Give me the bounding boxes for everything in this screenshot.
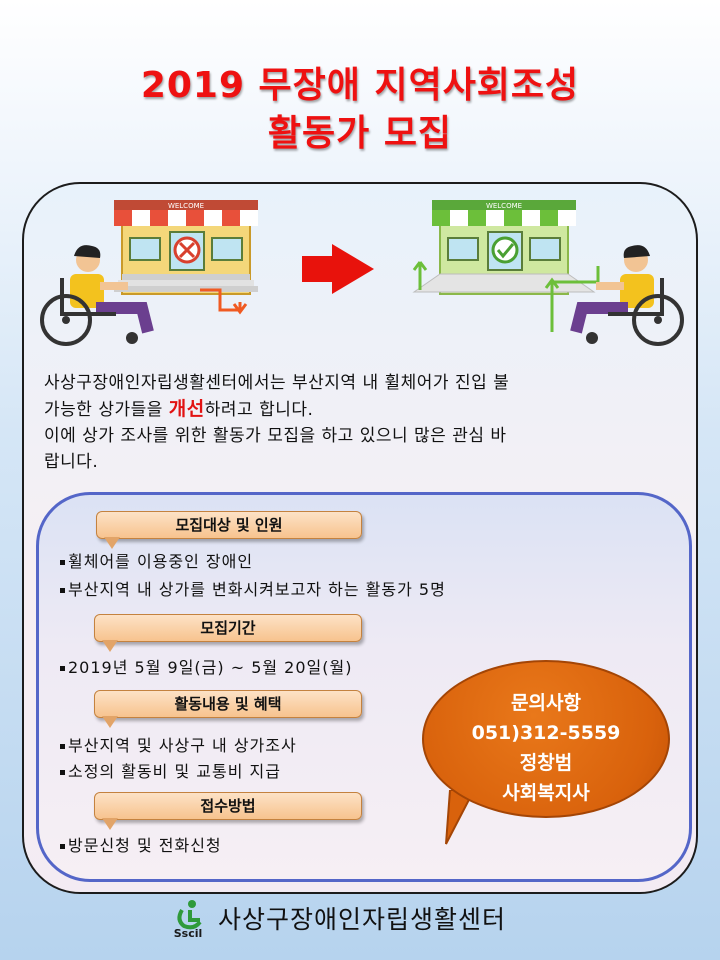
list-item: 부산지역 내 상가를 변화시켜보고자 하는 활동가 5명	[60, 576, 446, 600]
contact-bubble: 문의사항 051)312-5559 정창범 사회복지사	[422, 660, 670, 818]
list-item: 부산지역 및 사상구 내 상가조사	[60, 732, 297, 756]
section-heading-recruit-target: 모집대상 및 인원	[96, 511, 362, 539]
intro-line-4: 랍니다.	[44, 452, 99, 472]
list-item: 휠체어를 이용중인 장애인	[60, 548, 253, 572]
footer: Sscil 사상구장애인자립생활센터	[168, 898, 506, 938]
list-item: 방문신청 및 전화신청	[60, 832, 222, 856]
contact-phone: 051)312-5559	[471, 722, 621, 744]
org-name: 사상구장애인자립생활센터	[218, 905, 507, 934]
intro-highlight: 개선	[168, 398, 205, 420]
accessible-store-illustration: WELCOME	[412, 200, 600, 332]
store-sign-right: WELCOME	[486, 202, 522, 210]
poster-title-line2: 활동가 모집	[267, 113, 453, 154]
section-heading-application-method: 접수방법	[94, 792, 362, 820]
wheelchair-user-right-illustration	[570, 245, 684, 346]
store-sign-left: WELCOME	[168, 202, 204, 210]
intro-line-2: 가능한 상가들을 개선하려고 합니다.	[44, 398, 314, 420]
logo-text: Sscil	[174, 927, 203, 938]
poster-title-line1: 2019 무장애 지역사회조성	[140, 65, 580, 106]
section-heading-activity-benefits: 활동내용 및 혜택	[94, 690, 362, 718]
list-item: 2019년 5월 9일(금) ~ 5월 20일(월)	[60, 654, 352, 678]
wheelchair-user-left-illustration	[40, 245, 154, 346]
accessibility-illustration: WELCOME	[40, 200, 684, 346]
intro-text: 사상구장애인자립생활센터에서는 부산지역 내 휠체어가 진입 불 가능한 상가들…	[44, 370, 674, 475]
intro-line-3: 이에 상가 조사를 위한 활동가 모집을 하고 있으니 많은 관심 바	[44, 426, 507, 446]
section-heading-recruit-period: 모집기간	[94, 614, 362, 642]
inaccessible-store-illustration: WELCOME	[114, 200, 258, 315]
speech-bubble-tail	[445, 790, 476, 845]
contact-role: 사회복지사	[502, 782, 590, 804]
right-arrow-icon	[302, 244, 374, 294]
check-mark-icon	[491, 236, 519, 264]
list-item: 소정의 활동비 및 교통비 지급	[60, 758, 281, 782]
contact-label: 문의사항	[511, 692, 581, 714]
contact-name: 정창범	[519, 752, 573, 774]
org-logo: Sscil	[174, 900, 203, 938]
intro-line-1: 사상구장애인자립생활센터에서는 부산지역 내 휠체어가 진입 불	[44, 373, 510, 393]
